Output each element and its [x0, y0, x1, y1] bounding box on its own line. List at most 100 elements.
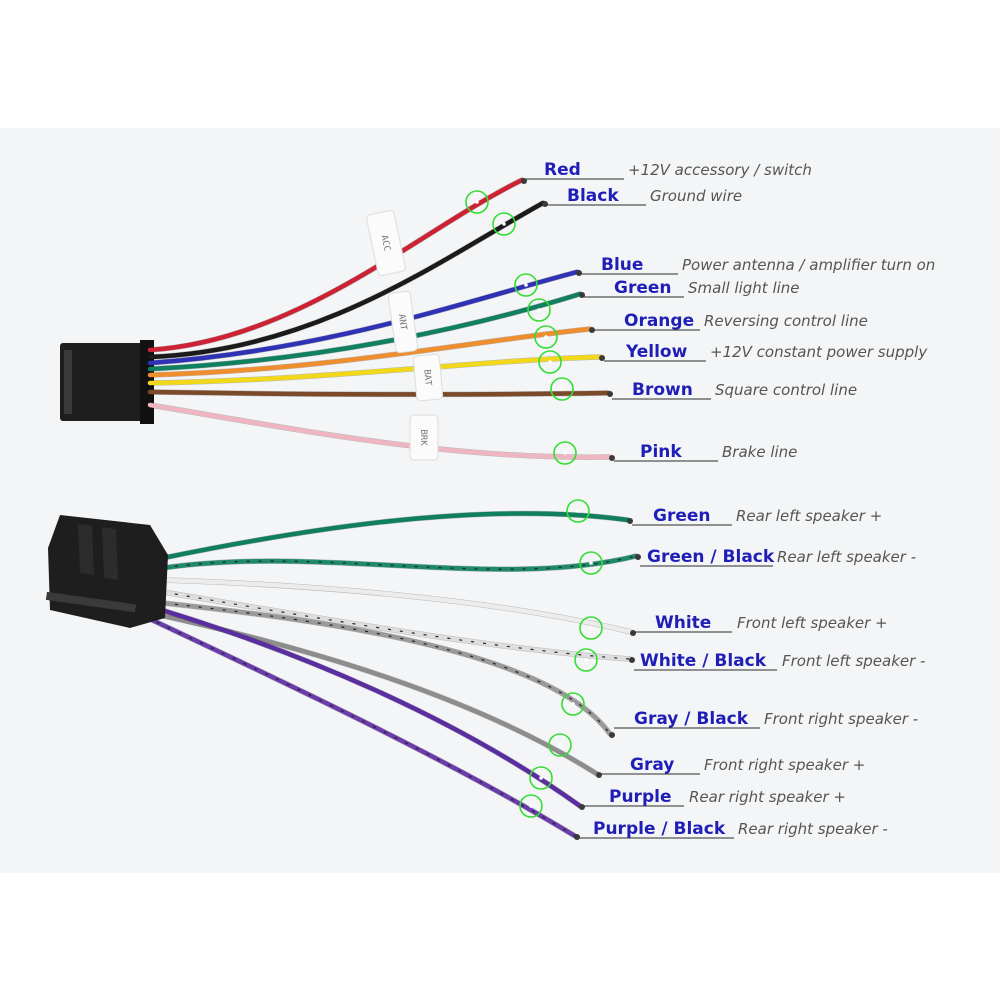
speaker-purple-description: Rear right speaker + [689, 788, 846, 806]
speaker-green-black-marker-ring [579, 551, 603, 575]
power-sleeve-2-text: BAT [421, 369, 432, 387]
speaker-gray-black-leader-dot [609, 732, 615, 738]
power-orange-leader-dot [589, 327, 595, 333]
speaker-connector-rib-2 [102, 527, 118, 580]
power-black-stripe [149, 202, 544, 358]
power-black-wire-tip [502, 222, 506, 226]
speaker-white-black-description: Front left speaker - [782, 652, 925, 670]
power-brown-leader-dot [607, 391, 613, 397]
power-sleeve-2: BAT [412, 353, 444, 402]
power-yellow-marker-ring [538, 350, 562, 374]
speaker-purple-black-label: Purple / Black [593, 819, 726, 839]
speaker-green-black-label: Green / Black [647, 547, 775, 567]
power-red-marker-ring [465, 190, 489, 214]
speaker-purple-wire [132, 599, 583, 809]
speaker-green-black-wire-tip [589, 561, 593, 565]
power-red-wire [147, 177, 525, 353]
speaker-gray-wire [147, 610, 600, 777]
speaker-gray-black-label: Gray / Black [634, 709, 749, 729]
speaker-gray-leader-dot [596, 772, 602, 778]
power-brown-description: Square control line [715, 381, 857, 399]
speaker-green-wire-tip [576, 509, 580, 513]
power-orange-wire [147, 326, 593, 378]
power-black-label: Black [567, 186, 619, 206]
power-blue-description: Power antenna / amplifier turn on [682, 256, 935, 274]
speaker-green-wire [160, 511, 631, 561]
power-brown-marker-ring [550, 377, 574, 401]
speaker-green-black-leader-dot [635, 554, 641, 560]
power-yellow-leader-dot [599, 355, 605, 361]
speaker-purple-label: Purple [609, 787, 671, 807]
power-brown-wire-tip [560, 387, 564, 391]
power-green-label: Green [614, 278, 672, 298]
power-pink-label: Pink [640, 442, 682, 462]
power-yellow-description: +12V constant power supply [710, 343, 928, 361]
speaker-white-black-wire [160, 589, 633, 662]
speaker-white-leader-dot [630, 630, 636, 636]
speaker-green-leader-dot [627, 518, 633, 524]
speaker-gray-black-wire-tip [571, 702, 575, 706]
speaker-purple-black-wire-tip [529, 804, 533, 808]
speaker-purple-leader-dot [579, 804, 585, 810]
speaker-green-marker-ring [566, 499, 590, 523]
power-connector-latch [64, 350, 72, 414]
speaker-green-description: Rear left speaker + [736, 507, 882, 525]
power-green-marker-ring [527, 298, 551, 322]
speaker-white-wire [160, 577, 634, 635]
speaker-green-label: Green [653, 506, 711, 526]
power-sleeve-3-tube [409, 414, 439, 461]
power-orange-wire-tip [544, 335, 548, 339]
power-orange-label: Orange [624, 311, 694, 331]
power-orange-marker-ring [534, 325, 558, 349]
speaker-green-black-description: Rear left speaker - [777, 548, 916, 566]
power-pink-wire [147, 402, 613, 460]
speaker-white-black-wire-tip [584, 658, 588, 662]
speaker-purple-black-leader-dot [574, 834, 580, 840]
power-pink-marker-ring [553, 441, 577, 465]
power-red-label: Red [544, 160, 581, 180]
speaker-white-black-leader-dot [629, 657, 635, 663]
speaker-connector-rib-1 [78, 524, 94, 575]
power-pink-wire-outline [147, 402, 613, 460]
speaker-gray-wire-tip [558, 743, 562, 747]
power-green-leader-dot [579, 292, 585, 298]
power-sleeve-3: BRK [409, 414, 439, 461]
power-pink-wire-tip [563, 451, 567, 455]
power-pink-description: Brake line [722, 443, 797, 461]
power-black-description: Ground wire [650, 187, 742, 205]
speaker-purple-black-marker-ring [519, 794, 543, 818]
speaker-gray-wire-outline [147, 610, 600, 777]
power-sleeve-0: ACC [366, 210, 406, 276]
power-red-description: +12V accessory / switch [628, 161, 812, 179]
power-black-marker-ring [492, 212, 516, 236]
power-sleeve-3-text: BRK [418, 429, 428, 446]
speaker-white-description: Front left speaker + [737, 614, 888, 632]
power-brown-label: Brown [632, 380, 693, 400]
speaker-gray-black-wire-outline [160, 600, 613, 737]
power-yellow-wire-tip [548, 360, 552, 364]
power-black-leader-dot [542, 201, 548, 207]
power-red-leader-dot [521, 178, 527, 184]
power-red-wire-tip [475, 200, 479, 204]
power-connector-body [60, 343, 152, 421]
power-sleeve-1-text: ANT [396, 313, 408, 331]
power-blue-wire-tip [524, 283, 528, 287]
speaker-purple-marker-ring [529, 766, 553, 790]
power-brown-wire [147, 389, 611, 397]
power-blue-marker-ring [514, 273, 538, 297]
power-pink-leader-dot [609, 455, 615, 461]
speaker-white-black-label: White / Black [640, 651, 767, 671]
power-green-description: Small light line [688, 279, 800, 297]
power-blue-wire [147, 269, 580, 366]
speaker-purple-wire-tip [539, 776, 543, 780]
power-sleeve-2-tube [412, 353, 444, 402]
power-blue-leader-dot [576, 270, 582, 276]
power-orange-description: Reversing control line [704, 312, 868, 330]
power-sleeve-0-tube [366, 210, 406, 276]
speaker-connector-tab [45, 591, 137, 613]
power-sleeve-1-tube [387, 290, 419, 354]
speaker-white-label: White [655, 613, 711, 633]
